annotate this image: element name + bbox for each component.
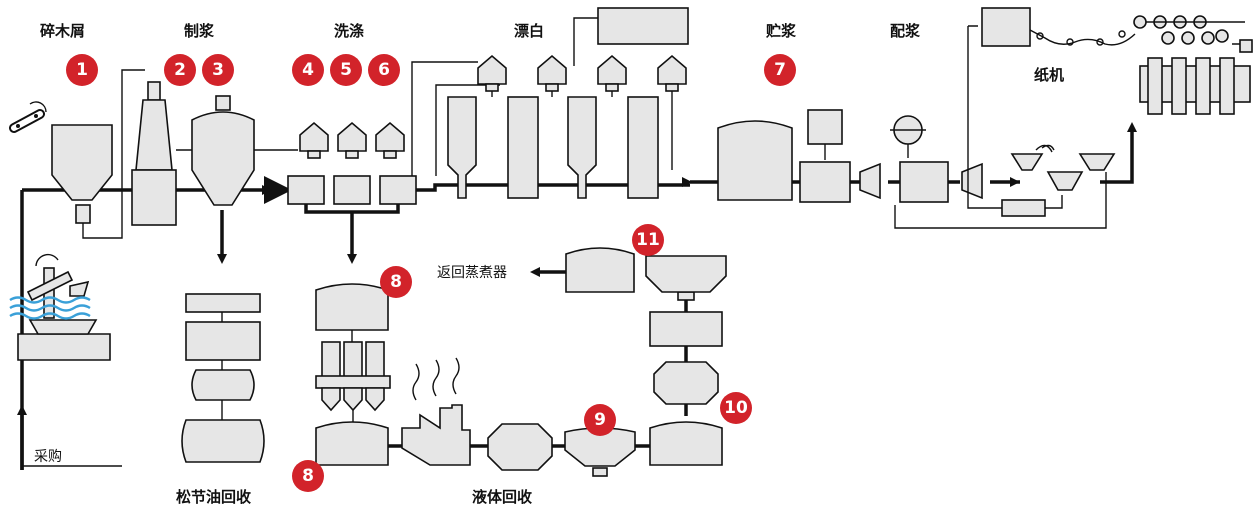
label-pulping: 制浆 — [184, 22, 215, 40]
stock-prep — [890, 25, 1116, 229]
label-liquor-recovery: 液体回收 — [472, 488, 533, 506]
badge-8a: 8 — [380, 266, 412, 298]
arrow-main-3 — [1010, 177, 1020, 187]
main-pipe-5 — [1100, 130, 1134, 184]
tall-oil-arrow — [217, 254, 227, 264]
arrow-to-machine — [1127, 122, 1137, 132]
log-handling — [9, 253, 111, 361]
bleaching-towers — [411, 7, 689, 199]
conveyor-belt-icon — [9, 101, 47, 133]
arrow-main-2 — [682, 177, 692, 187]
label-stock-prep: 配浆 — [890, 22, 921, 40]
label-wood-chips: 碎木屑 — [40, 22, 86, 40]
digester — [131, 81, 177, 226]
washers — [287, 121, 417, 264]
label-paper-machine: 纸机 — [1034, 66, 1065, 84]
label-storage: 贮浆 — [766, 22, 797, 40]
badge-3: 3 — [202, 54, 234, 86]
badge-2: 2 — [164, 54, 196, 86]
label-bleaching: 漂白 — [514, 22, 545, 40]
purchase-arrow — [17, 405, 27, 415]
main-pipe-2 — [415, 183, 690, 192]
label-purchase: 采购 — [34, 449, 62, 465]
badge-11: 11 — [632, 224, 664, 256]
storage-tank — [717, 109, 881, 203]
arrow-main-1 — [262, 185, 272, 195]
label-tall-oil: 松节油回收 — [176, 488, 252, 506]
label-washing: 洗涤 — [334, 22, 365, 40]
liquor-recovery — [315, 247, 727, 477]
badge-5: 5 — [330, 54, 362, 86]
badge-9: 9 — [584, 404, 616, 436]
blow-tank — [191, 95, 255, 206]
chip-bin — [51, 69, 145, 239]
badge-7: 7 — [764, 54, 796, 86]
badge-4: 4 — [292, 54, 324, 86]
paper-machine — [981, 7, 1253, 115]
badge-10: 10 — [720, 392, 752, 424]
tall-oil-equipment — [181, 293, 265, 463]
badge-6: 6 — [368, 54, 400, 86]
label-return-digester: 返回蒸煮器 — [437, 265, 507, 281]
badge-1: 1 — [66, 54, 98, 86]
badge-8b: 8 — [292, 460, 324, 492]
